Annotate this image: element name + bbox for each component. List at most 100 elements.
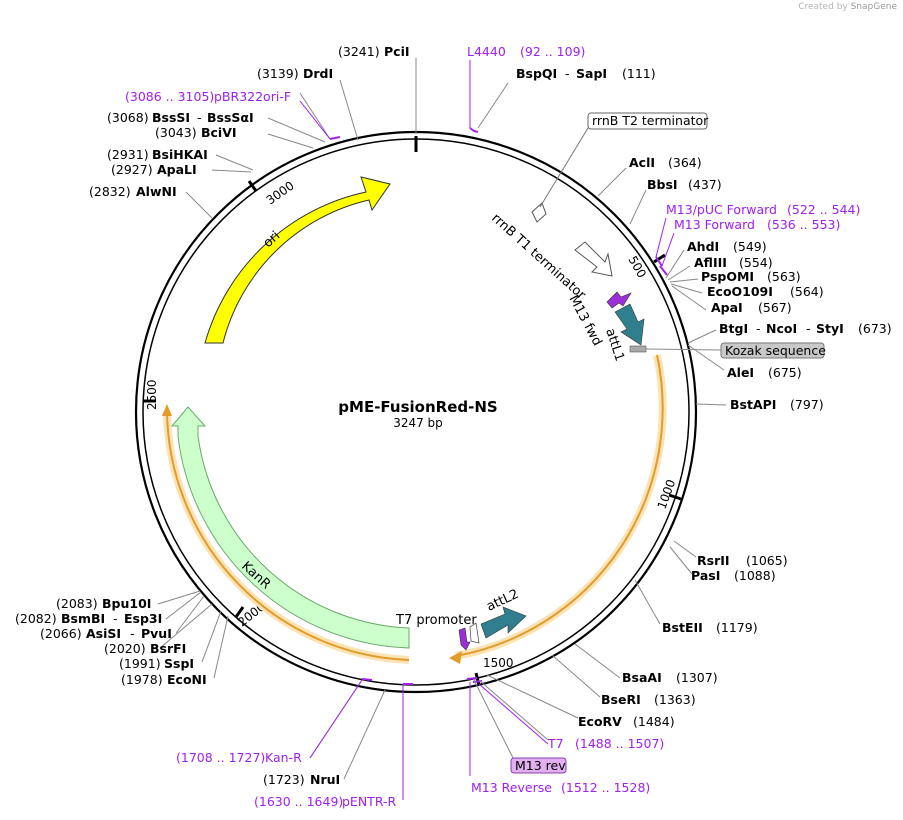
plasmid-size: 3247 bp (393, 416, 443, 430)
kanr-feature-arrow[interactable] (170, 406, 410, 649)
enzyme-bsmbi[interactable]: BsmBI (61, 611, 105, 626)
enzyme-asisi-pos: (2066) (40, 626, 82, 641)
rrnb-t2-terminator-arrow[interactable] (531, 202, 547, 223)
primer-pbr322-name[interactable]: pBR322ori-F (214, 89, 291, 104)
enzyme-bcivi[interactable]: BciVI (201, 125, 237, 140)
enzyme-alei[interactable]: AleI (727, 365, 754, 380)
enzyme-apai-pos: (567) (758, 300, 792, 315)
kozak-sequence-label[interactable]: Kozak sequence (725, 343, 826, 358)
credit-prefix: Created by (798, 2, 848, 12)
enzyme-pcii[interactable]: PciI (384, 44, 410, 59)
m13-rev-label[interactable]: M13 rev (515, 758, 566, 773)
enzyme-econi-pos: (1978) (121, 672, 163, 687)
primer-t7-name[interactable]: T7 (547, 736, 564, 751)
attl2-feature-arrow[interactable] (480, 606, 527, 639)
enzyme-ecorv[interactable]: EcoRV (578, 714, 622, 729)
enzyme-ecoo109i[interactable]: EcoO109I (707, 284, 773, 299)
enzyme-bcivi-pos: (3043) (155, 125, 197, 140)
kozak-feature-block[interactable] (629, 345, 647, 353)
primer-mark-m13fwd (659, 265, 668, 276)
enzyme-apai[interactable]: ApaI (711, 300, 743, 315)
enzyme-bpu10i[interactable]: Bpu10I (102, 596, 151, 611)
enzyme-bstapi[interactable]: BstAPI (730, 397, 776, 412)
enzyme-apali[interactable]: ApaLI (157, 162, 197, 177)
primer-pentr-r-name[interactable]: pENTR-R (342, 794, 397, 809)
m13-rev-box (510, 757, 567, 774)
enzyme-afliii[interactable]: AflIII (694, 255, 727, 270)
primer-l4440-pos: (92 .. 109) (520, 44, 585, 59)
m13-rev-feature-arrow[interactable] (458, 627, 471, 651)
enzyme-bsihkai-pos: (2931) (107, 147, 149, 162)
enzyme-acli[interactable]: AclI (629, 155, 655, 170)
enzyme-acli-pos: (364) (668, 155, 702, 170)
attl1-feature-arrow[interactable] (614, 303, 645, 346)
primer-pbr322-leader (299, 100, 331, 140)
enzyme-drdi-pos: (3139) (257, 66, 299, 81)
enzyme-asisi[interactable]: AsiSI (86, 626, 121, 641)
enzyme-ecoo109i-pos: (564) (790, 284, 824, 299)
plasmid-name: pME-FusionRed-NS (338, 398, 497, 416)
rrnb-t1-terminator-arrow[interactable] (574, 241, 613, 277)
enzyme-ncoi[interactable]: NcoI (766, 321, 797, 336)
primer-m13reverse-pos: (1512 .. 1528) (561, 780, 650, 795)
enzyme-sspi[interactable]: SspI (164, 656, 194, 671)
primer-pbr322-pos: (3086 .. 3105) (125, 89, 214, 104)
enzyme-styi[interactable]: StyI (816, 321, 844, 336)
enzyme-econi[interactable]: EcoNI (167, 672, 207, 687)
tick-500 (653, 253, 666, 264)
enzyme-bspqi[interactable]: BspQI (516, 66, 557, 81)
snapgene-credit: Created by SnapGene (798, 2, 897, 12)
primer-m13puc-name[interactable]: M13/pUC Forward (666, 202, 777, 217)
enzyme-bsssi[interactable]: BssSI (152, 110, 190, 125)
primer-m13fwd-pos: (536 .. 553) (767, 217, 840, 232)
enzyme-esp3i[interactable]: Esp3I (124, 611, 162, 626)
t7-promoter-arrow[interactable] (469, 622, 480, 644)
primer-m13fwd-name[interactable]: M13 Forward (674, 217, 755, 232)
enzyme-pcii-pos: (3241) (338, 44, 380, 59)
enzyme-bsssi-pos: (3068) (107, 110, 149, 125)
attl2-label: attL2 (484, 587, 521, 615)
enzyme-btgi-pos: (673) (858, 321, 892, 336)
enzyme-beri[interactable]: BseRI (601, 692, 641, 707)
ori-feature-arrow[interactable] (204, 176, 391, 344)
enzyme-bsaai-pos: (1307) (676, 670, 718, 685)
enzyme-alwni[interactable]: AlwNI (136, 184, 177, 199)
fusionred-arc-left[interactable] (166, 411, 410, 661)
kozak-leader (645, 348, 722, 351)
enzyme-bsihkai[interactable]: BsiHKAI (152, 147, 208, 162)
enzyme-rsrii[interactable]: RsrII (697, 553, 730, 568)
primer-mark-l4440 (469, 127, 479, 133)
enzyme-bsteii[interactable]: BstEII (662, 620, 703, 635)
enzyme-bsrfi-pos: (2020) (104, 641, 146, 656)
fusionred-arc-right[interactable] (455, 354, 664, 657)
enzyme-pasi-pos: (1088) (734, 568, 776, 583)
enzyme-pspomi[interactable]: PspOMI (701, 269, 754, 284)
tick-2000 (234, 606, 245, 618)
enzyme-pasi[interactable]: PasI (691, 568, 720, 583)
primer-t7-pos: (1488 .. 1507) (575, 736, 664, 751)
primer-mark-t7 (466, 677, 478, 680)
rrnb-t2-terminator-label[interactable]: rrnB T2 terminator (592, 113, 709, 128)
enzyme-btgi[interactable]: BtgI (719, 321, 748, 336)
m13-fwd-feature-arrow[interactable] (606, 291, 632, 309)
enzyme-bbsi[interactable]: BbsI (647, 177, 678, 192)
enzyme-nrui[interactable]: NruI (310, 772, 340, 787)
enzyme-pvui[interactable]: PvuI (141, 626, 172, 641)
enzyme-bsaai[interactable]: BsaAI (622, 670, 662, 685)
primer-m13reverse-name[interactable]: M13 Reverse (471, 780, 552, 795)
primer-kanr-pos: (1708 .. 1727) (176, 750, 265, 765)
enzyme-bsssai[interactable]: BssSαI (207, 110, 254, 125)
tick-label-500: 500 (625, 254, 649, 281)
primer-mark-pbr322 (329, 136, 341, 140)
enzyme-bsrfi[interactable]: BsrFI (150, 641, 186, 656)
enzyme-drdi[interactable]: DrdI (303, 66, 333, 81)
enzyme-ahdi[interactable]: AhdI (687, 239, 719, 254)
primer-l4440-name[interactable]: L4440 (467, 44, 506, 59)
enzyme-sapi[interactable]: SapI (576, 66, 607, 81)
enzyme-pspomi-pos: (563) (767, 269, 801, 284)
enzyme-ecorv-pos: (1484) (633, 714, 675, 729)
tick-1500 (474, 672, 481, 686)
primer-kanr-name[interactable]: Kan-R (265, 750, 302, 765)
enzyme-bpu10i-pos: (2083) (56, 596, 98, 611)
primer-pentr-r-pos: (1630 .. 1649) (254, 794, 343, 809)
